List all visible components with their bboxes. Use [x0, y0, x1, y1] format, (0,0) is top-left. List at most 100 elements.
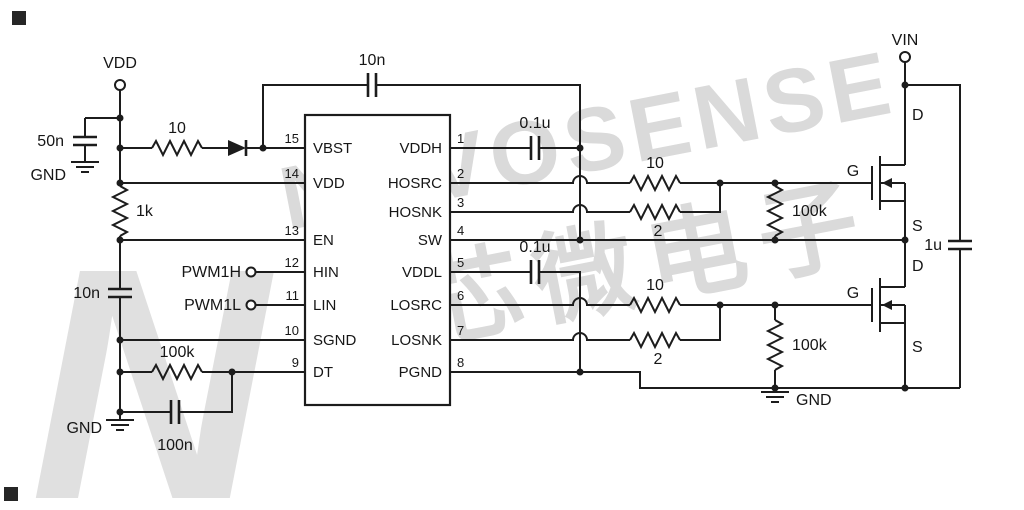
- label-r-losrc: 10: [646, 277, 664, 294]
- resistor-hosnk: [629, 202, 681, 222]
- wire-losnk-row-1: [450, 332, 630, 341]
- pin-name-hosnk: HOSNK: [389, 204, 442, 221]
- junction-dots: [116, 81, 909, 416]
- junction: [576, 236, 584, 244]
- junction: [576, 144, 584, 152]
- wire-bootstrap-right: [376, 84, 581, 240]
- pin-num-6: 6: [457, 288, 464, 303]
- wire-hosnk-row-1: [450, 204, 630, 213]
- wire-hosnk-merge: [680, 183, 721, 213]
- pin-num-13: 13: [285, 223, 299, 238]
- pin-name-vddl: VDDL: [402, 264, 442, 281]
- net-labels: VDD VIN GND GND GND PWM1H PWM1L: [30, 32, 918, 437]
- resistor-hosrc: [629, 173, 681, 193]
- resistor-hs-gate-pulldown: [765, 185, 785, 237]
- pin-name-en: EN: [313, 232, 334, 249]
- pin-name-losnk: LOSNK: [391, 332, 442, 349]
- junction: [116, 336, 124, 344]
- terminal-pwm1l: [245, 299, 257, 311]
- label-gnd-right: GND: [796, 392, 832, 409]
- junction: [228, 368, 236, 376]
- label-gnd-left-top: GND: [30, 167, 66, 184]
- junction: [716, 179, 724, 187]
- label-vin: VIN: [892, 32, 919, 49]
- label-ls-drain: D: [912, 258, 924, 275]
- junction: [116, 179, 124, 187]
- junction: [116, 368, 124, 376]
- resistor-losnk: [629, 330, 681, 350]
- wire-vin-branch: [905, 84, 961, 241]
- pin-num-1: 1: [457, 131, 464, 146]
- label-r-losnk: 2: [654, 351, 663, 368]
- wire-bootstrap-left: [262, 84, 368, 148]
- junction: [771, 236, 779, 244]
- gnd-symbol-right: [761, 391, 789, 403]
- mosfet-low-side: [871, 240, 906, 388]
- cap-bus: [948, 239, 972, 251]
- label-r-ls-pulldown: 100k: [792, 337, 828, 354]
- cap-vdd-bypass: [73, 135, 97, 147]
- pin-num-12: 12: [285, 255, 299, 270]
- label-vdd: VDD: [103, 55, 137, 72]
- pin-name-vdd: VDD: [313, 175, 345, 192]
- gnd-symbol-left-top: [71, 161, 99, 173]
- resistor-boot: [151, 138, 203, 158]
- junction: [771, 179, 779, 187]
- wire-dt-cap-branch: [179, 372, 233, 413]
- label-c-bus: 1u: [924, 237, 942, 254]
- junction: [716, 301, 724, 309]
- pin-num-9: 9: [292, 355, 299, 370]
- label-r-dt: 100k: [160, 344, 196, 361]
- pin-name-dt: DT: [313, 364, 333, 381]
- terminal-vin: [899, 51, 911, 63]
- pin-num-7: 7: [457, 323, 464, 338]
- resistor-en-pullup: [110, 185, 130, 237]
- resistor-dt: [151, 362, 203, 382]
- cap-vddh: [529, 136, 541, 160]
- label-c-vddl: 0.1u: [519, 239, 550, 256]
- pin-num-4: 4: [457, 223, 464, 238]
- diode-boot: [228, 140, 248, 156]
- label-r-hosrc: 10: [646, 155, 664, 172]
- gnd-symbol-left-bottom: [106, 419, 134, 431]
- pin-num-10: 10: [285, 323, 299, 338]
- wire-losnk-merge: [680, 305, 721, 341]
- mosfet-terminal-labels: D G S D G S: [847, 107, 924, 356]
- label-hs-source: S: [912, 218, 923, 235]
- wire-hosrc-row-1: [450, 175, 630, 184]
- terminal-pwm1h: [245, 266, 257, 278]
- watermark-corner-square-top: [12, 11, 26, 25]
- junction: [116, 114, 124, 122]
- label-c-dt: 100n: [157, 437, 193, 454]
- pin-name-hin: HIN: [313, 264, 339, 281]
- wire-pgnd-rail: [450, 371, 960, 389]
- cap-bootstrap: [366, 73, 378, 97]
- pin-num-3: 3: [457, 195, 464, 210]
- label-c-vdd-bypass: 50n: [37, 133, 64, 150]
- pin-num-8: 8: [457, 355, 464, 370]
- resistors: [110, 138, 785, 382]
- junction: [259, 144, 267, 152]
- cap-en: [108, 287, 132, 299]
- mosfet-arrow: [882, 300, 892, 310]
- mosfet-arrow: [882, 178, 892, 188]
- wire-vddl-row-2: [539, 271, 581, 372]
- cap-vddl: [529, 260, 541, 284]
- pin-name-sw: SW: [418, 232, 443, 249]
- pin-name-hosrc: HOSRC: [388, 175, 442, 192]
- label-hs-drain: D: [912, 107, 924, 124]
- cap-dt: [169, 400, 181, 424]
- label-r-en: 1k: [136, 203, 154, 220]
- ic-body: [303, 113, 452, 407]
- label-c-en: 10n: [73, 285, 100, 302]
- junction: [771, 301, 779, 309]
- label-c-boot: 10n: [359, 52, 386, 69]
- junction: [116, 408, 124, 416]
- pin-name-vddh: VDDH: [399, 140, 442, 157]
- watermark-corner-square-bottom: [4, 487, 18, 501]
- component-labels: 50n 10 10n 1k 10n 100k 100n 0.1u 10 2 10…: [37, 52, 942, 454]
- wire-losrc-row-1: [450, 297, 630, 306]
- label-r-boot: 10: [168, 120, 186, 137]
- junction: [576, 368, 584, 376]
